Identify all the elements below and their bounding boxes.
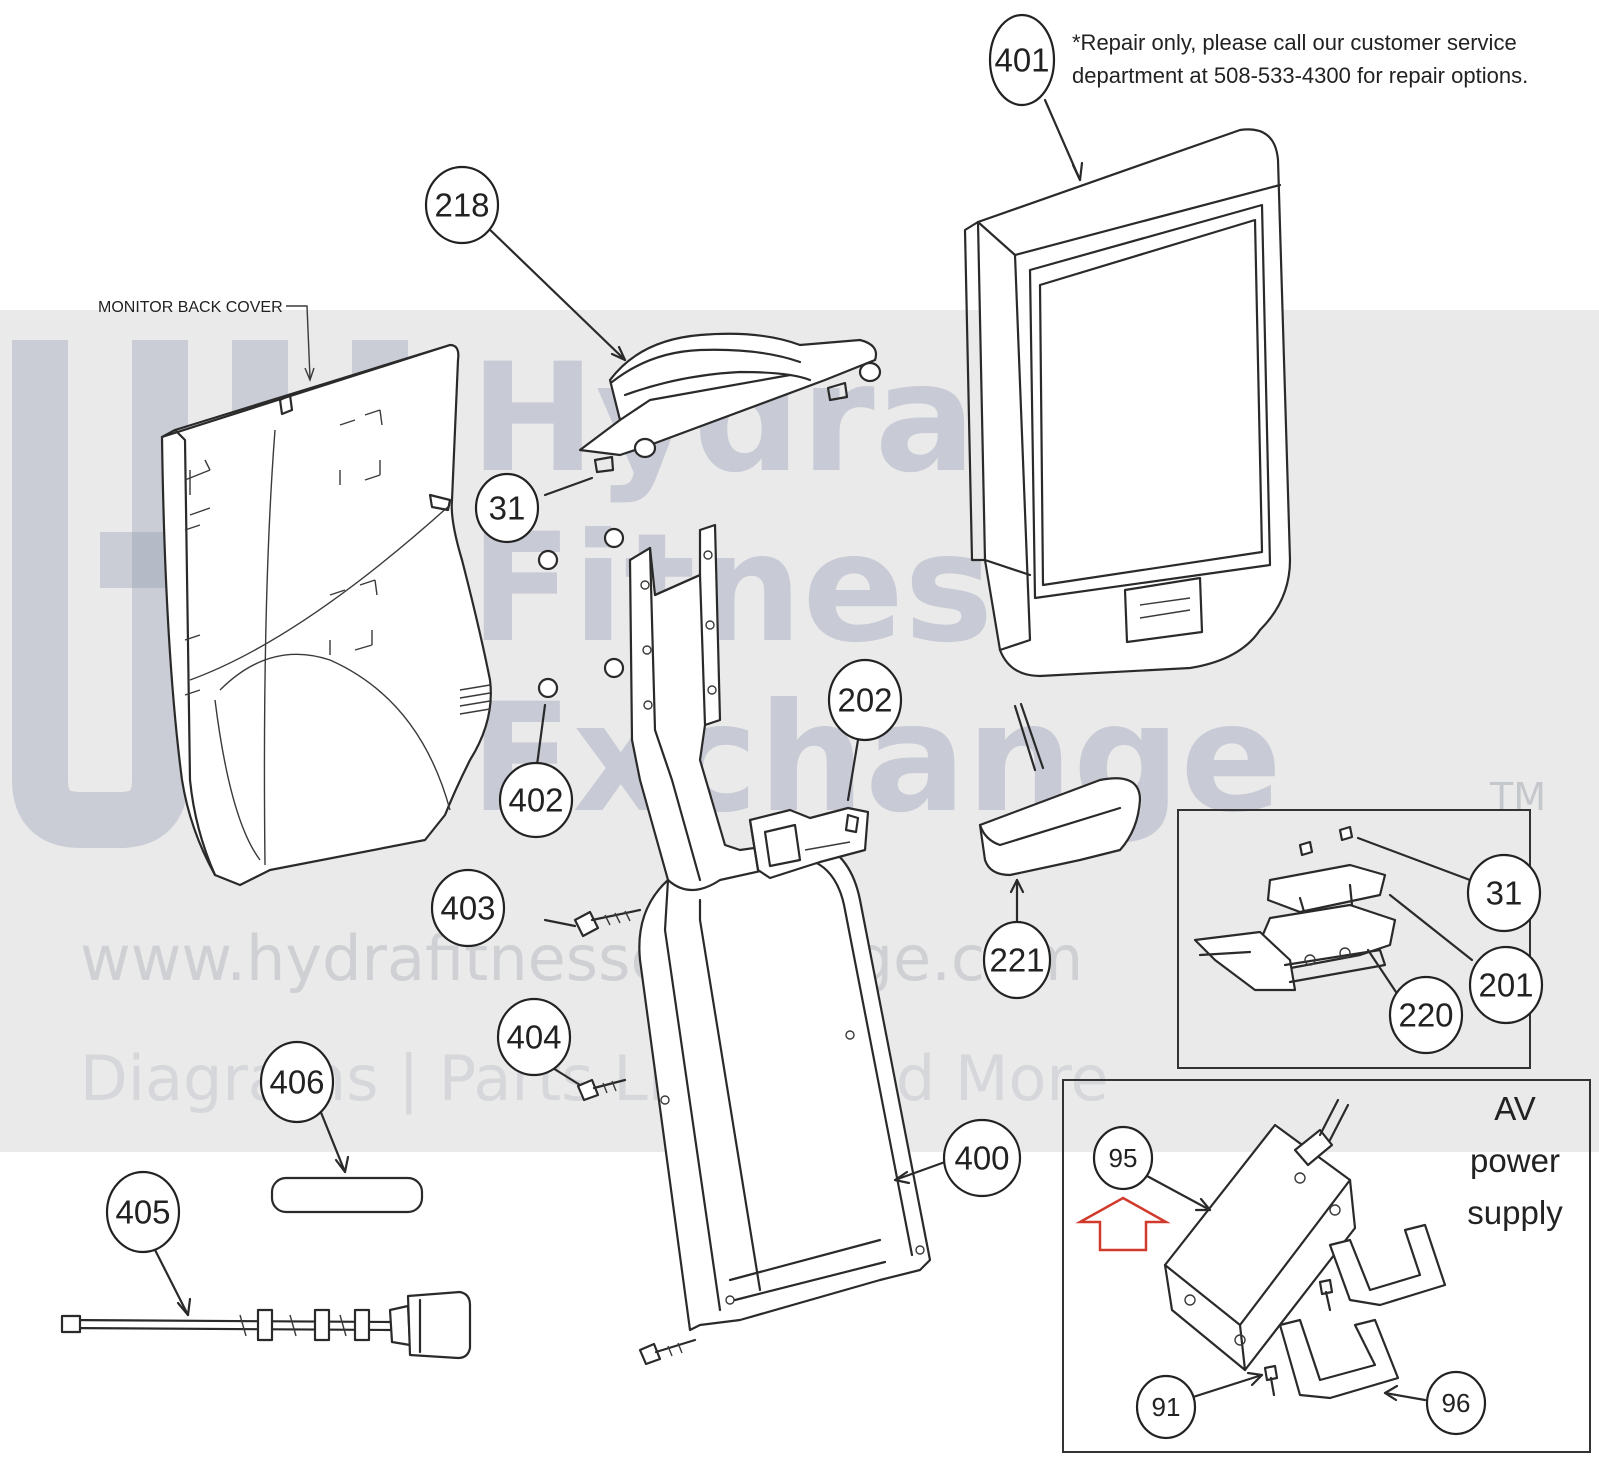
callout-91-text: 91 [1152, 1392, 1181, 1422]
screw-404 [576, 1078, 627, 1102]
inset-box-lower [1062, 1079, 1591, 1453]
callout-201: 201 [1468, 945, 1544, 1025]
repair-note-line2: department at 508-533-4300 for repair op… [1072, 63, 1528, 88]
callout-401-text: 401 [994, 42, 1049, 79]
callout-406-text: 406 [269, 1064, 324, 1101]
leader-31-a [543, 476, 594, 497]
callout-220: 220 [1388, 975, 1464, 1055]
leader-218-arrow [610, 345, 627, 362]
callout-202: 202 [827, 658, 903, 742]
callout-221: 221 [982, 920, 1052, 1000]
leader-218 [483, 223, 627, 362]
monitor-back-cover [160, 343, 492, 887]
leader-405-arrow [176, 1297, 192, 1317]
callout-403: 403 [430, 868, 506, 948]
screw-bottom [638, 1338, 697, 1366]
cable-cover-221 [978, 702, 1142, 877]
cable-405 [60, 1290, 472, 1360]
callout-96: 96 [1425, 1370, 1487, 1436]
callout-95-text: 95 [1109, 1143, 1138, 1173]
callout-31-a-text: 31 [489, 490, 526, 527]
leader-402 [535, 703, 547, 767]
inset-box-upper [1177, 809, 1531, 1069]
callout-403-text: 403 [440, 890, 495, 927]
leader-401-arrow [1071, 161, 1084, 182]
hex-nuts [537, 527, 625, 699]
av-label-line1: AV [1494, 1090, 1536, 1127]
callout-400: 400 [942, 1118, 1022, 1198]
leader-31-b [1356, 836, 1472, 882]
leader-91-arrow [1246, 1371, 1264, 1387]
callout-405-text: 405 [115, 1194, 170, 1231]
label-strip-406 [270, 1176, 424, 1214]
leader-95-arrow [1194, 1197, 1212, 1212]
av-power-supply-unit [1163, 1098, 1357, 1372]
callout-31-b-text: 31 [1486, 875, 1523, 912]
leader-202 [846, 738, 860, 802]
leader-406-arrow [334, 1155, 350, 1174]
inset-assembly [1193, 825, 1397, 992]
support-arm-frame [628, 523, 932, 1332]
callout-218-text: 218 [434, 187, 489, 224]
monitor-display [963, 128, 1292, 678]
mount-plate [748, 806, 870, 880]
watermark-line2: Fitness [470, 502, 1083, 676]
repair-note-line1: *Repair only, please call our customer s… [1072, 30, 1517, 55]
watermark-sub: Diagrams | Parts Lists | And More [80, 1042, 1109, 1116]
leader-403 [543, 918, 577, 928]
callout-31-b: 31 [1466, 853, 1542, 933]
callout-404: 404 [496, 997, 572, 1077]
callout-218: 218 [424, 165, 500, 245]
leader-95 [1145, 1174, 1212, 1212]
callout-400-text: 400 [954, 1140, 1009, 1177]
av-label-line2: power [1470, 1142, 1560, 1179]
leader-201 [1388, 893, 1474, 962]
callout-91: 91 [1135, 1374, 1197, 1440]
leader-221-arrow [1009, 878, 1025, 894]
leader-96 [1383, 1391, 1427, 1402]
screws-91 [1263, 1278, 1334, 1397]
callout-31-a: 31 [474, 472, 540, 544]
callout-220-text: 220 [1398, 997, 1453, 1034]
leader-91 [1191, 1373, 1264, 1399]
av-label-line3: supply [1467, 1194, 1563, 1231]
mounting-bracket-96 [1278, 1223, 1447, 1400]
callout-406: 406 [259, 1040, 335, 1124]
screw-403 [573, 908, 642, 938]
callout-402-text: 402 [508, 782, 563, 819]
mount-bracket [578, 332, 882, 474]
leader-400 [893, 1160, 947, 1182]
callout-402: 402 [498, 761, 574, 839]
red-arrow-icon [1075, 1196, 1171, 1252]
callout-201-text: 201 [1478, 967, 1533, 1004]
callout-96-text: 96 [1442, 1388, 1471, 1418]
leader-monitor-back-cover-arrow [304, 367, 315, 382]
leader-220 [1366, 948, 1400, 997]
watermark-tm: TM [1489, 775, 1546, 819]
callout-202-text: 202 [837, 682, 892, 719]
label-monitor-back-cover: MONITOR BACK COVER [98, 299, 283, 316]
callout-95: 95 [1092, 1125, 1154, 1191]
callout-405: 405 [105, 1170, 181, 1254]
callout-401: 401 [988, 13, 1056, 107]
leader-405 [148, 1238, 190, 1317]
leader-monitor-back-cover [286, 305, 311, 379]
callout-221-text: 221 [989, 942, 1044, 979]
leader-96-arrow [1383, 1384, 1399, 1402]
callout-404-text: 404 [506, 1019, 561, 1056]
leader-400-arrow [893, 1170, 911, 1185]
leader-406 [318, 1108, 347, 1174]
